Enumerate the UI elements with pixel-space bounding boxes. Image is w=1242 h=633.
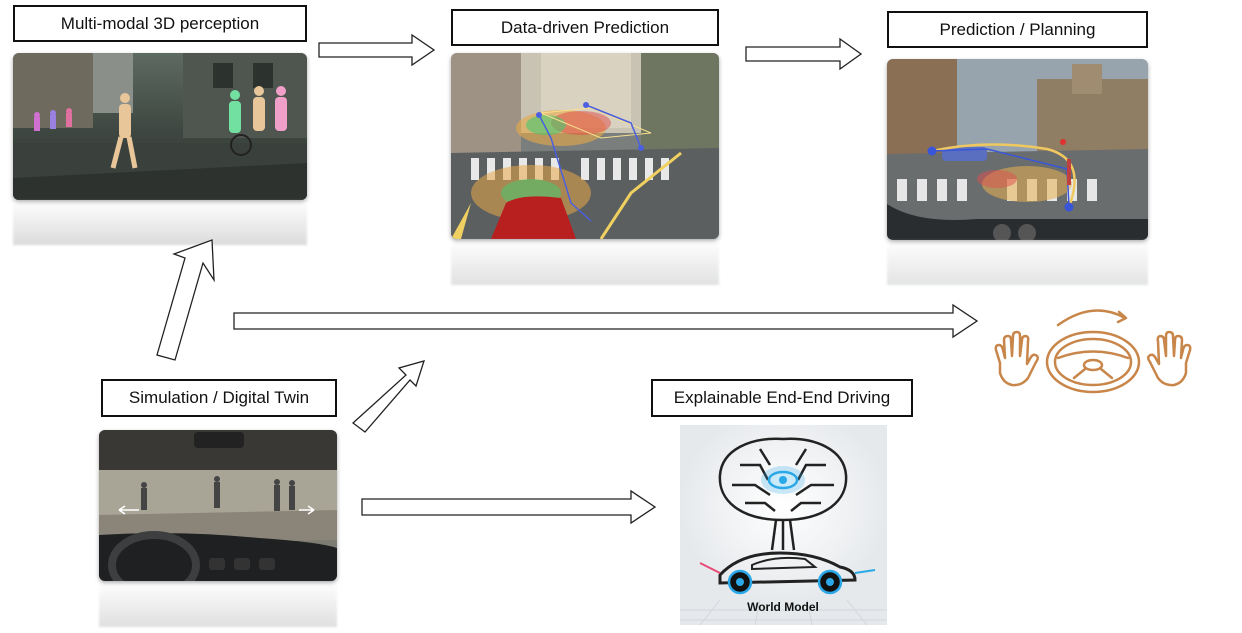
arrow-simulation-to-explainable <box>361 489 657 525</box>
perception-image <box>13 53 307 200</box>
world-model-image: World Model <box>680 425 887 625</box>
label-explainable: Explainable End-End Driving <box>651 379 913 417</box>
label-perception: Multi-modal 3D perception <box>13 5 307 42</box>
label-simulation: Simulation / Digital Twin <box>101 379 337 417</box>
world-model-caption: World Model <box>747 600 819 614</box>
label-planning: Prediction / Planning <box>887 11 1148 48</box>
simulation-image <box>99 430 337 581</box>
left-hand-icon <box>994 330 1040 387</box>
steering-wheel-icon <box>1045 309 1141 394</box>
arrow-perception-to-prediction <box>318 33 436 67</box>
arrow-simulation-to-prediction <box>351 360 425 433</box>
right-hand-icon <box>1146 330 1192 387</box>
arrow-prediction-to-planning <box>745 37 863 71</box>
arrow-simulation-to-perception <box>156 239 215 361</box>
label-prediction: Data-driven Prediction <box>451 9 719 46</box>
steering-control-icon <box>994 309 1192 394</box>
planning-image <box>887 59 1148 240</box>
prediction-image <box>451 53 719 239</box>
arrow-simulation-to-control <box>233 303 979 339</box>
